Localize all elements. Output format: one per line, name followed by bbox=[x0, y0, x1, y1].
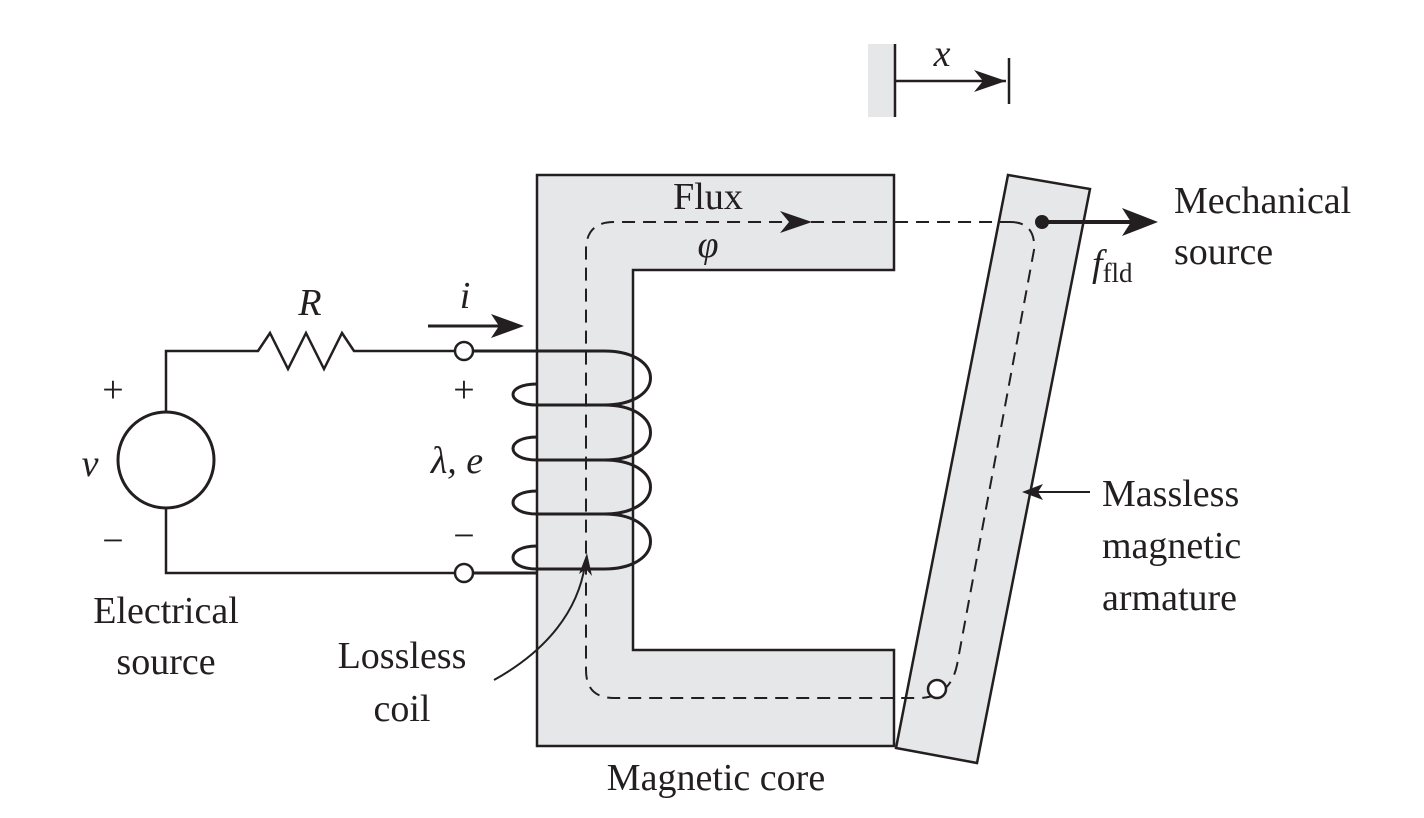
voltage-label: v bbox=[82, 443, 99, 485]
mechanical-source-label-line1: Mechanical bbox=[1174, 180, 1351, 222]
armature-label-line3: armature bbox=[1102, 577, 1237, 619]
electrical-source-label-line2: source bbox=[116, 641, 215, 683]
armature-label-line1: Massless bbox=[1102, 473, 1239, 515]
flux-path bbox=[585, 221, 1036, 699]
x-arrowhead bbox=[974, 70, 1006, 92]
flux-symbol: φ bbox=[697, 224, 718, 266]
force-arrowhead bbox=[1122, 208, 1158, 236]
coil-back-turns bbox=[511, 382, 538, 571]
reference-wall bbox=[868, 44, 895, 117]
bottom-wire bbox=[164, 508, 456, 575]
mechanical-source-label-line2: source bbox=[1174, 231, 1273, 273]
armature-label-line2: magnetic bbox=[1102, 525, 1241, 567]
top-wire bbox=[164, 330, 456, 412]
source-plus-label: + bbox=[102, 369, 123, 411]
current-label: i bbox=[460, 275, 471, 317]
lossless-coil-label-line2: coil bbox=[374, 688, 431, 730]
flux-linkage-emf-label: λ, e bbox=[430, 440, 483, 482]
voltage-source bbox=[116, 410, 216, 510]
lossless-coil-label-line1: Lossless bbox=[338, 635, 467, 677]
resistor-label: R bbox=[297, 282, 321, 324]
top-terminal bbox=[453, 340, 475, 362]
armature-pivot bbox=[926, 678, 948, 700]
lossless-coil-leader-arrowhead bbox=[579, 553, 592, 576]
coil-front-turns bbox=[537, 349, 652, 571]
electrical-source-label-line1: Electrical bbox=[93, 590, 239, 632]
x-label: x bbox=[933, 33, 951, 75]
force-subscript: fld bbox=[1103, 258, 1133, 288]
armature-leader-arrowhead bbox=[1022, 484, 1043, 500]
force-label: ffld bbox=[1092, 243, 1133, 288]
bottom-terminal bbox=[453, 562, 475, 584]
lossless-coil-leader bbox=[493, 564, 586, 681]
coil-minus-label: − bbox=[453, 515, 474, 557]
coil-plus-label: + bbox=[453, 369, 474, 411]
magnetic-core-label: Magnetic core bbox=[607, 757, 825, 799]
flux-label: Flux bbox=[673, 176, 743, 218]
magnetic-core bbox=[535, 173, 896, 748]
current-arrowhead bbox=[491, 314, 524, 338]
source-minus-label: − bbox=[102, 520, 123, 562]
magnetic-armature bbox=[894, 173, 1092, 765]
flux-direction-arrowhead bbox=[780, 211, 812, 233]
